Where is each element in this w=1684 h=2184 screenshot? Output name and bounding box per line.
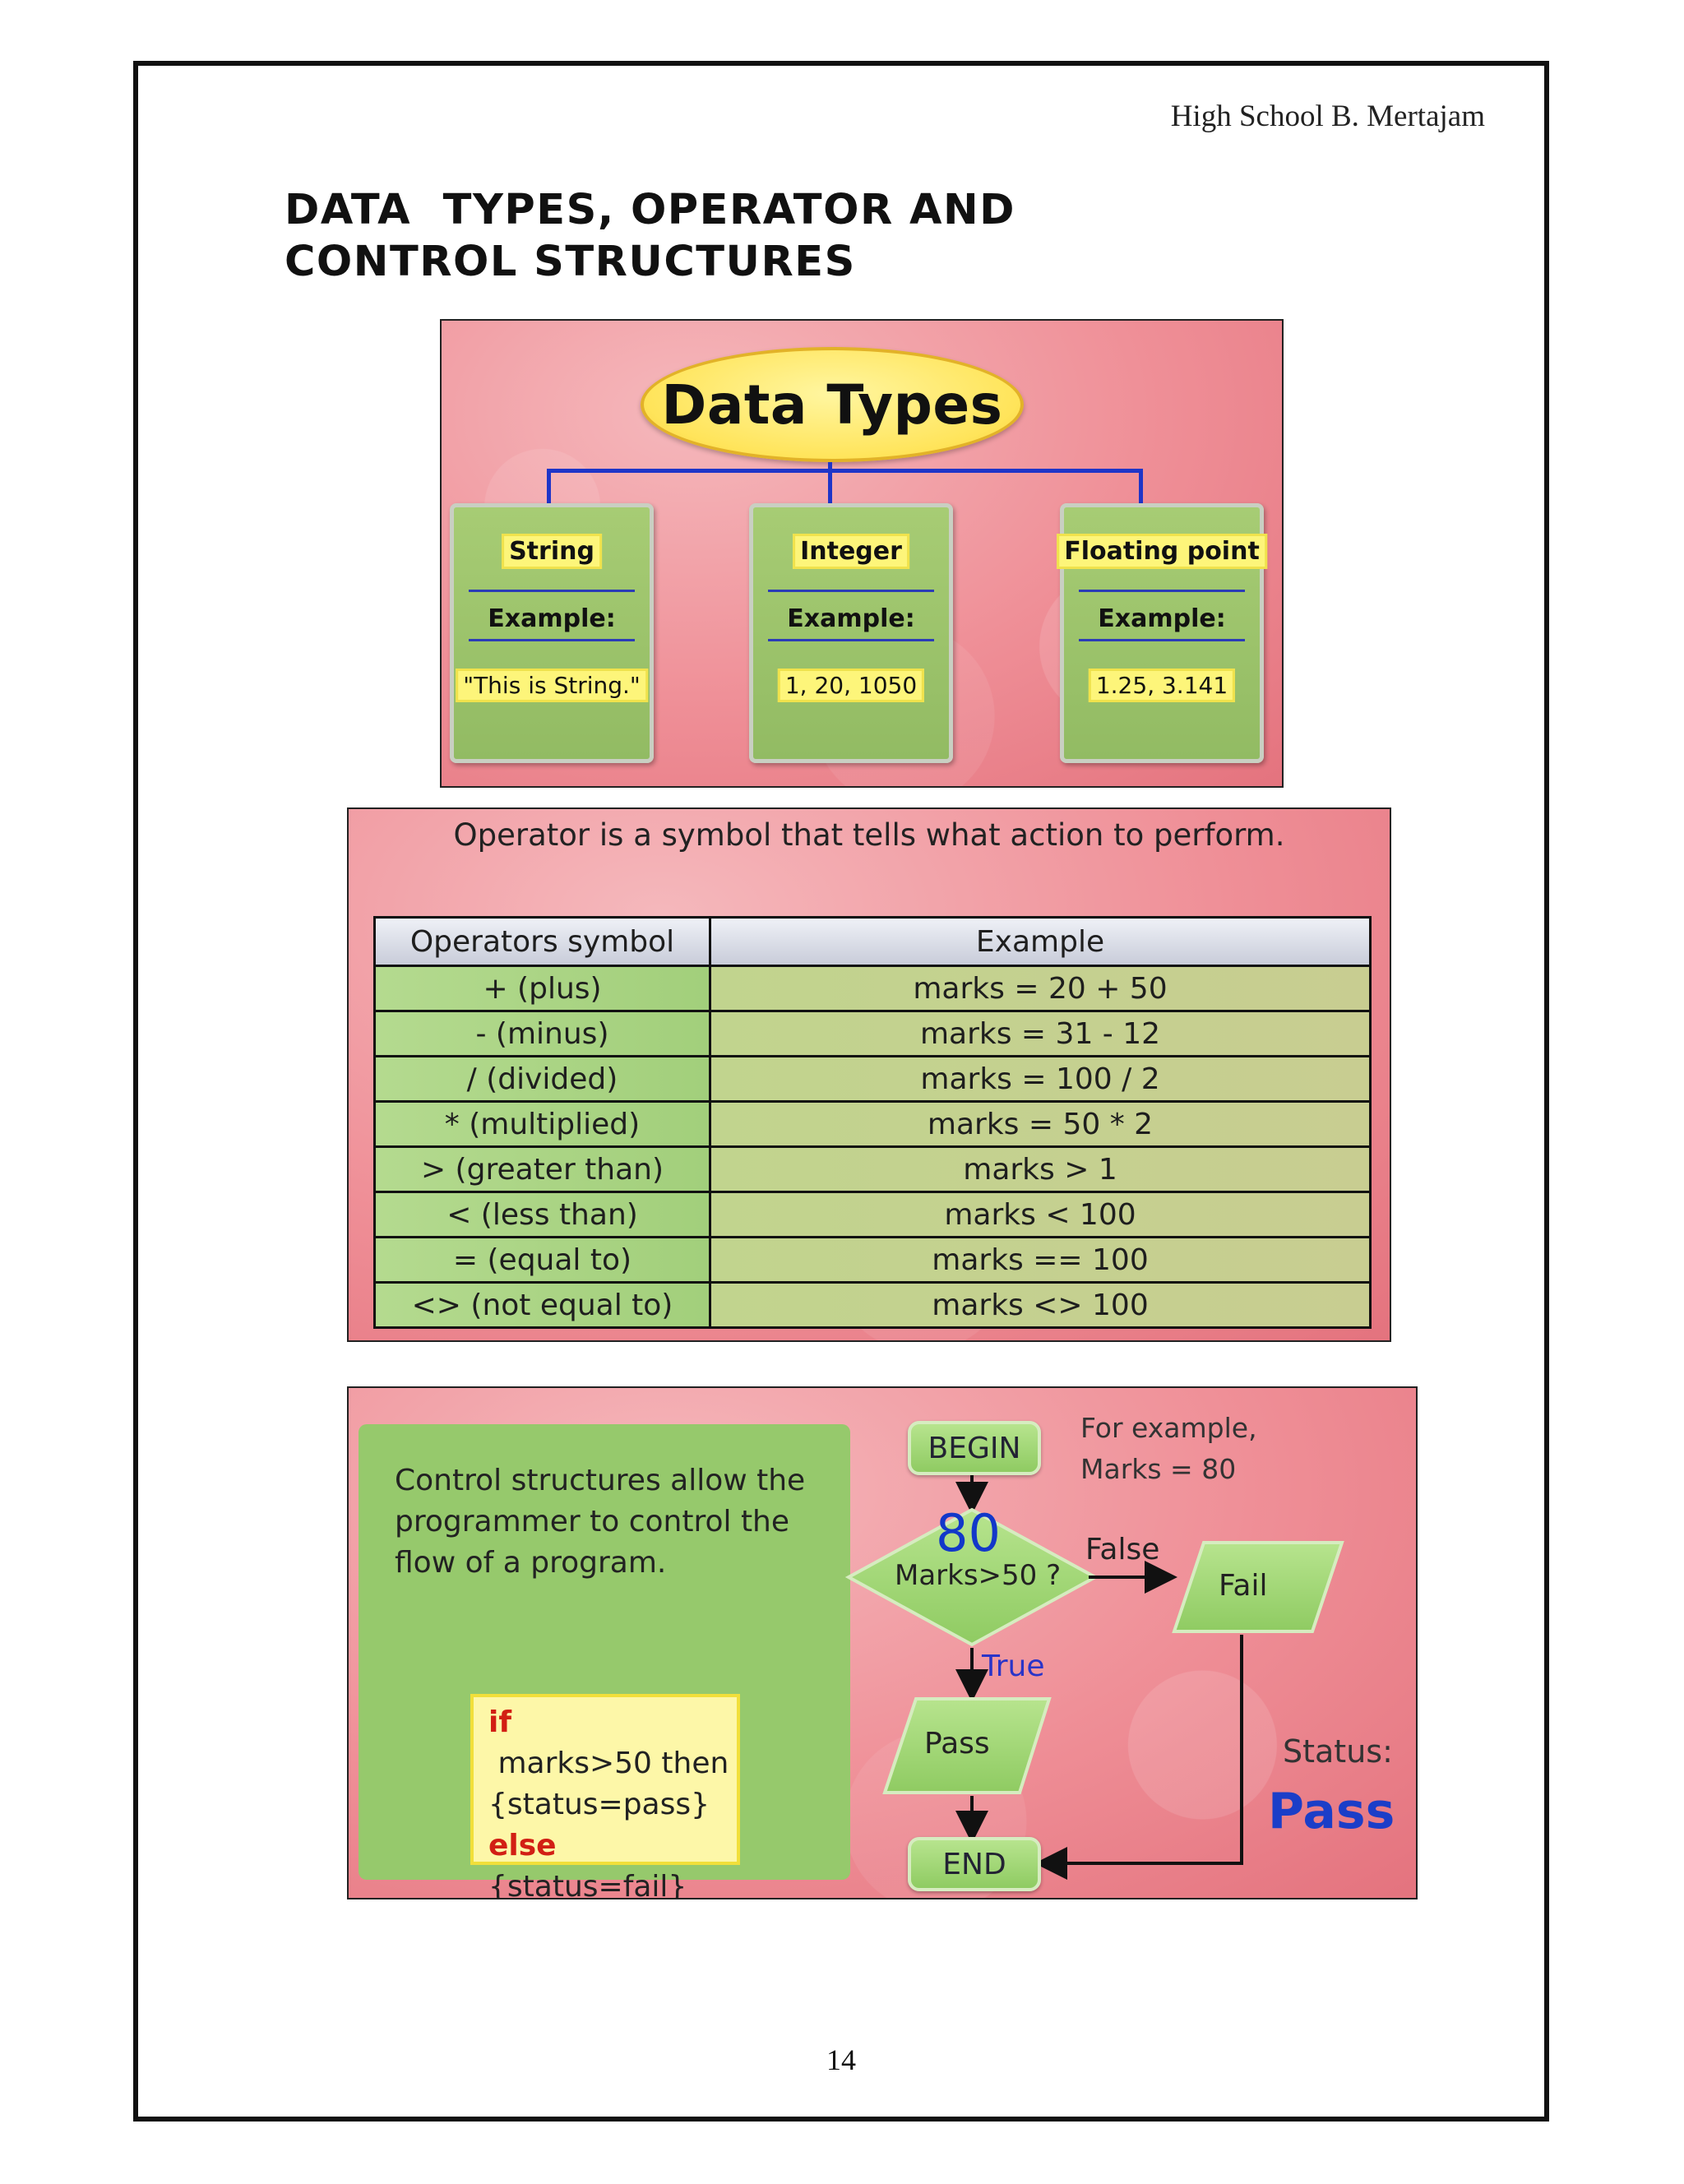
operator-example: marks > 1 (709, 1145, 1372, 1193)
title-line-1: DATA TYPES, OPERATOR AND (285, 186, 1015, 234)
table-row: < (less than)marks < 100 (373, 1191, 1372, 1238)
example-line-1: For example, (1080, 1412, 1257, 1444)
tree-right-leg (1139, 469, 1143, 505)
operator-example: marks = 20 + 50 (709, 965, 1372, 1012)
arrow-fail-end (1034, 1635, 1243, 1880)
type-card-integer: Integer Example: 1, 20, 1050 (749, 503, 953, 763)
operator-example: marks < 100 (709, 1191, 1372, 1238)
example-label: Example: (787, 604, 915, 633)
title-line-2: CONTROL STRUCTURES (285, 238, 856, 286)
flowchart (844, 1464, 1344, 1880)
pseudocode-box: if marks>50 then {status=pass} else {sta… (470, 1694, 740, 1898)
operator-symbol: <> (not equal to) (373, 1281, 711, 1329)
end-box: END (908, 1837, 1041, 1891)
begin-box: BEGIN (908, 1421, 1041, 1475)
school-name: High School B. Mertajam (1170, 99, 1485, 133)
operator-example: marks = 31 - 12 (709, 1010, 1372, 1057)
type-example-string: "This is String." (456, 669, 648, 702)
code-line-4: {status=fail} (488, 1870, 687, 1899)
false-label: False (1085, 1533, 1160, 1566)
code-line-2: {status=pass} (488, 1788, 710, 1821)
decision-diamond (844, 1507, 1099, 1647)
divider (469, 590, 635, 592)
marks-value: 80 (936, 1503, 1001, 1563)
status-label: Status: (1283, 1733, 1393, 1770)
data-types-title: Data Types (661, 372, 1003, 437)
table-header-row: Operators symbol Example (373, 916, 1372, 967)
divider (1079, 639, 1245, 641)
tree-branch (547, 469, 1142, 473)
table-row: * (multiplied)marks = 50 * 2 (373, 1100, 1372, 1148)
example-line-2: Marks = 80 (1080, 1453, 1237, 1485)
operator-symbol: / (divided) (373, 1055, 711, 1103)
divider (768, 639, 934, 641)
operators-heading: Operator is a symbol that tells what act… (453, 817, 1285, 853)
fail-shape (1172, 1541, 1344, 1633)
table-row: - (minus)marks = 31 - 12 (373, 1010, 1372, 1057)
operator-symbol: > (greater than) (373, 1145, 711, 1193)
type-card-string: String Example: "This is String." (450, 503, 654, 763)
tree-trunk (828, 462, 832, 521)
operator-example: marks = 100 / 2 (709, 1055, 1372, 1103)
divider (469, 639, 635, 641)
operator-example: marks = 50 * 2 (709, 1100, 1372, 1148)
type-name-floating-point: Floating point (1057, 534, 1267, 569)
decision-label: Marks>50 ? (895, 1559, 1062, 1592)
operator-symbol: - (minus) (373, 1010, 711, 1057)
page-number: 14 (826, 2043, 856, 2076)
code-line-1: if marks>50 then (488, 1702, 729, 1784)
type-name-string: String (502, 534, 602, 569)
table-row: <> (not equal to)marks <> 100 (373, 1281, 1372, 1329)
type-example-floating-point: 1.25, 3.141 (1088, 669, 1236, 702)
operator-symbol: * (multiplied) (373, 1100, 711, 1148)
header-operators-symbol: Operators symbol (373, 916, 711, 967)
operator-symbol: < (less than) (373, 1191, 711, 1238)
page-title: DATA TYPES, OPERATOR AND CONTROL STRUCTU… (285, 184, 1015, 288)
divider (768, 590, 934, 592)
operators-table: Operators symbol Example + (plus)marks =… (373, 916, 1372, 1329)
operator-symbol: = (equal to) (373, 1236, 711, 1284)
control-structures-slide: Control structures allow the programmer … (347, 1386, 1418, 1899)
tree-left-leg (547, 469, 551, 505)
operator-symbol: + (plus) (373, 965, 711, 1012)
keyword-else: else (488, 1829, 557, 1862)
example-label: Example: (1098, 604, 1226, 633)
control-description: Control structures allow the programmer … (395, 1464, 806, 1580)
data-types-slide: Data Types String Example: "This is Stri… (440, 319, 1284, 788)
end-label: END (942, 1847, 1006, 1881)
pass-label: Pass (924, 1727, 990, 1761)
page-frame: High School B. Mertajam DATA TYPES, OPER… (133, 61, 1549, 2122)
type-name-integer: Integer (793, 534, 909, 569)
begin-label: BEGIN (928, 1431, 1021, 1465)
pass-shape (882, 1697, 1052, 1794)
type-card-floating-point: Floating point Example: 1.25, 3.141 (1057, 503, 1267, 763)
operator-example: marks <> 100 (709, 1281, 1372, 1329)
keyword-if: if (488, 1705, 512, 1739)
example-label: Example: (488, 604, 616, 633)
table-row: = (equal to)marks == 100 (373, 1236, 1372, 1284)
table-row: / (divided)marks = 100 / 2 (373, 1055, 1372, 1103)
table-row: + (plus)marks = 20 + 50 (373, 965, 1372, 1012)
operators-slide: Operator is a symbol that tells what act… (347, 807, 1391, 1342)
fail-label: Fail (1219, 1569, 1268, 1603)
header-example: Example (709, 916, 1372, 967)
example-note: For example, Marks = 80 (1080, 1408, 1257, 1490)
type-example-integer: 1, 20, 1050 (777, 669, 925, 702)
divider (1079, 590, 1245, 592)
true-label: True (982, 1650, 1045, 1683)
status-value: Pass (1268, 1783, 1395, 1840)
table-row: > (greater than)marks > 1 (373, 1145, 1372, 1193)
code-condition: marks>50 then (488, 1747, 729, 1780)
data-types-oval: Data Types (641, 347, 1024, 462)
operator-example: marks == 100 (709, 1236, 1372, 1284)
